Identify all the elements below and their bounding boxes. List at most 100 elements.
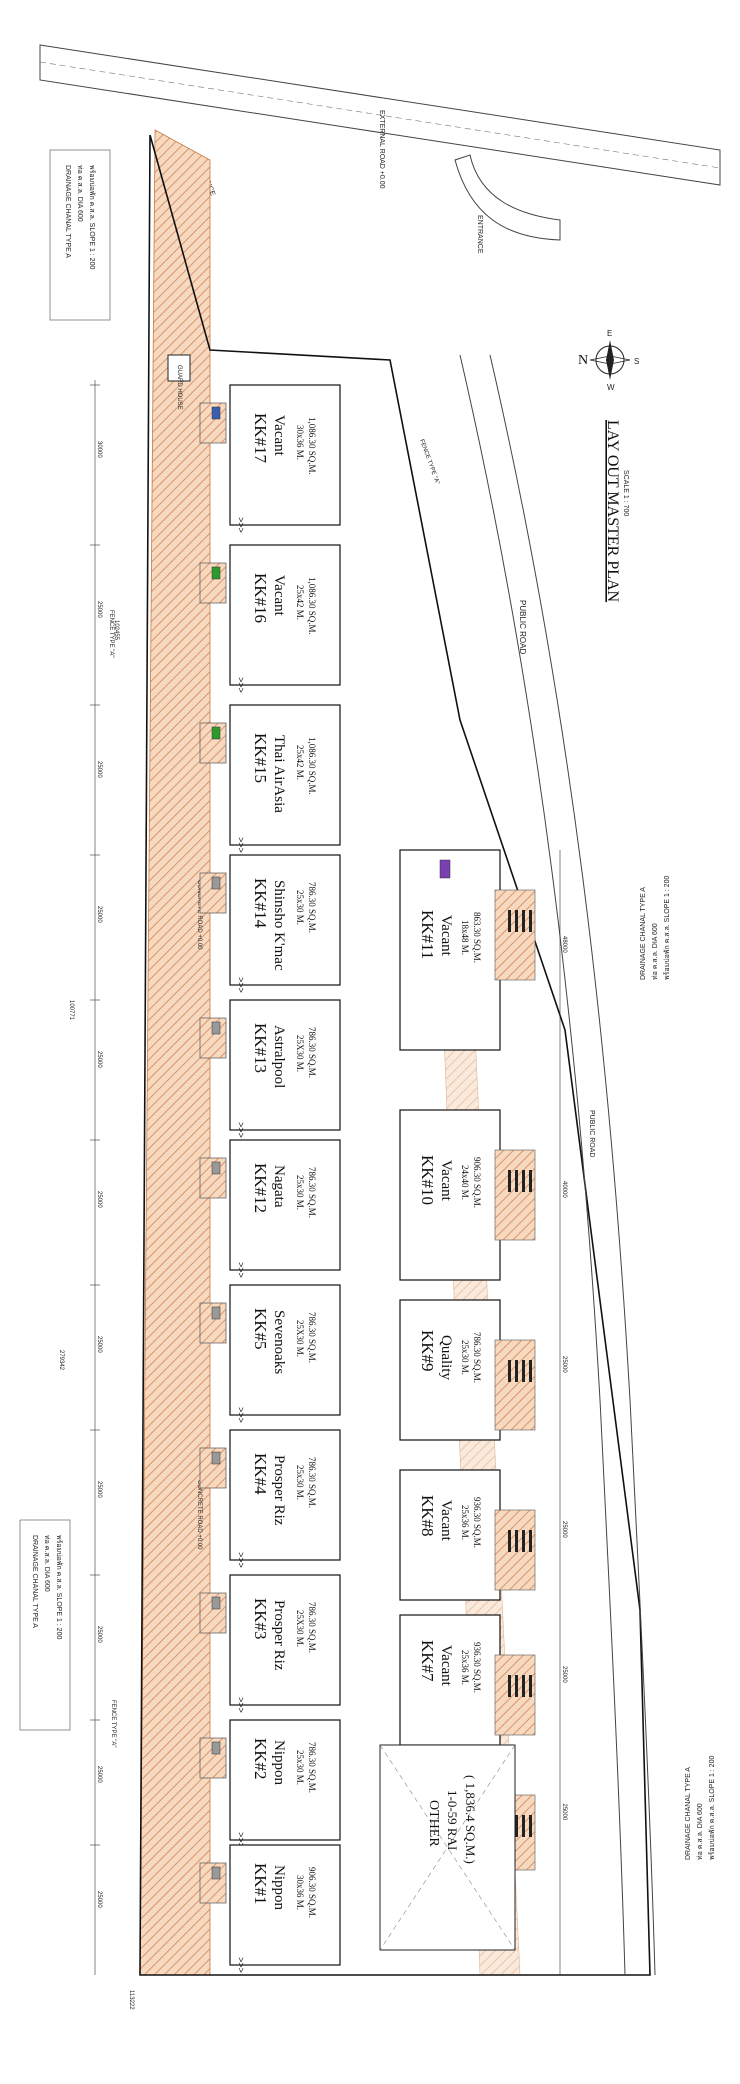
plot-tenant: Vacant bbox=[438, 915, 454, 957]
plot-size: 25X30 M. bbox=[295, 1320, 305, 1357]
plot-area: 863.30 SQ.M. bbox=[472, 912, 482, 963]
other-parcel: OTHER 1-0-59 RAI ( 1,836.4 SQ.M.) bbox=[379, 1744, 516, 1951]
plot-size: 30x36 M. bbox=[295, 425, 305, 460]
drainage-note-south: DRAINAGE CHANAL TYPE A ท่อ ค.ส.ล. DIA 60… bbox=[685, 1756, 716, 1860]
public-road-label: PUBLIC ROAD bbox=[518, 600, 527, 654]
plot-id: KK#17 bbox=[251, 413, 270, 464]
plot-outline bbox=[229, 544, 341, 686]
plot-id: KK#14 bbox=[251, 878, 270, 929]
public-road-label-2: PUBLIC ROAD bbox=[588, 1110, 595, 1157]
loading-arrows: >>> bbox=[236, 1697, 246, 1713]
dim-value: 25000 bbox=[96, 1891, 102, 1908]
drainage-note-top-line1: DRAINAGE CHANAL TYPE A bbox=[64, 165, 71, 258]
dim-value: 25000 bbox=[96, 1336, 102, 1353]
plot-area: 786.30 SQ.M. bbox=[307, 1312, 317, 1363]
plot-area: 1,086.30 SQ.M. bbox=[307, 417, 317, 475]
plot-id: KK#13 bbox=[251, 1023, 270, 1073]
plot-outline bbox=[399, 1614, 501, 1746]
plot-tenant: Thai AirAsia bbox=[271, 735, 287, 813]
plot-tenant: Vacant bbox=[271, 415, 287, 457]
plot-outline bbox=[229, 384, 341, 526]
plot-area: 786.30 SQ.M. bbox=[307, 1742, 317, 1793]
dim-value: 25000 bbox=[561, 1804, 567, 1821]
plot-id: KK#3 bbox=[251, 1598, 270, 1640]
parking-bay bbox=[515, 1170, 518, 1192]
drainage-note-middle-line2: ท่อ ค.ส.ล. DIA 600 bbox=[43, 1535, 50, 1592]
drainage-note-top-line3: พร้อมบ่อพัก ค.ส.ล. SLOPE 1 : 200 bbox=[88, 165, 96, 269]
loading-arrows: >>> bbox=[236, 837, 246, 853]
drainage-note-south-line3: พร้อมบ่อพัก ค.ส.ล. SLOPE 1 : 200 bbox=[708, 1756, 716, 1860]
dim-value: 25000 bbox=[96, 906, 102, 923]
plot-office-block bbox=[211, 876, 221, 890]
plot-id: KK#1 bbox=[251, 1863, 270, 1905]
dim-value: 48000 bbox=[561, 936, 567, 953]
plot-tenant: Nippon bbox=[271, 1865, 287, 1911]
plot-area: 786.30 SQ.M. bbox=[307, 1457, 317, 1508]
plot-area: 1,086.30 SQ.M. bbox=[307, 577, 317, 635]
dim-value: 25000 bbox=[561, 1521, 567, 1538]
dim-total: 113222 bbox=[128, 1990, 134, 2010]
plot-id: KK#2 bbox=[251, 1738, 270, 1780]
plot-office-block bbox=[211, 566, 221, 580]
drainage-note-top: DRAINAGE CHANAL TYPE A ท่อ ค.ส.ล. DIA 60… bbox=[49, 149, 111, 321]
drainage-note-middle-line1: DRAINAGE CHANAL TYPE A bbox=[31, 1535, 38, 1628]
plot-outline bbox=[229, 854, 341, 986]
plot-tenant: Vacant bbox=[438, 1160, 454, 1202]
concrete-road-label-2: CONCRETE ROAD +0.00 bbox=[196, 1480, 202, 1550]
drainage-note-south-line2: ท่อ ค.ส.ล. DIA 600 bbox=[697, 1803, 704, 1860]
plan-title: LAY OUT MASTER PLAN bbox=[604, 420, 621, 603]
plot-outline bbox=[229, 999, 341, 1131]
plot-area: 786.30 SQ.M. bbox=[307, 882, 317, 933]
guard-house bbox=[167, 354, 191, 382]
plot-size: 25x36 M. bbox=[460, 1650, 470, 1685]
parking-bay bbox=[529, 910, 532, 932]
site-boundary bbox=[139, 134, 651, 1976]
parking-bay bbox=[522, 1170, 525, 1192]
dim-value: 25000 bbox=[96, 1626, 102, 1643]
plot-forecourt bbox=[199, 402, 227, 444]
loading-arrows: >>> bbox=[236, 677, 246, 693]
plot-area: 1,086.30 SQ.M. bbox=[307, 737, 317, 795]
fence-label-west: FENCE TYPE "A" bbox=[108, 610, 114, 658]
plot-size: 25x36 M. bbox=[460, 1505, 470, 1540]
plot-tenant: Vacant bbox=[438, 1500, 454, 1542]
plot-id: KK#10 bbox=[418, 1155, 437, 1205]
plot-outline bbox=[229, 1139, 341, 1271]
plot-outline bbox=[399, 1469, 501, 1601]
plot-forecourt bbox=[494, 889, 536, 981]
plot-office-block bbox=[211, 1596, 221, 1610]
parking-bay bbox=[522, 1530, 525, 1552]
loading-arrows: >>> bbox=[236, 1552, 246, 1568]
dim-value: 25000 bbox=[96, 1191, 102, 1208]
loading-arrows: >>> bbox=[236, 1407, 246, 1423]
compass-w: W bbox=[607, 383, 615, 392]
plot-area: 906.30 SQ.M. bbox=[307, 1867, 317, 1918]
plot-area: 786.30 SQ.M. bbox=[307, 1167, 317, 1218]
plot-outline bbox=[399, 849, 501, 1051]
parking-bay bbox=[529, 1675, 532, 1697]
plot-outline bbox=[399, 1299, 501, 1441]
compass-rose: N S E W bbox=[578, 329, 639, 392]
plot-size: 25x30 M. bbox=[295, 1175, 305, 1210]
plot-size: 25x30 M. bbox=[295, 1750, 305, 1785]
plot-tenant: Nagata bbox=[271, 1165, 287, 1208]
parking-bay bbox=[529, 1815, 532, 1837]
drainage-note-middle-line3: พร้อมบ่อพัก ค.ส.ล. SLOPE 1 : 200 bbox=[55, 1535, 63, 1639]
parking-bay bbox=[508, 910, 511, 932]
plot-office-block bbox=[211, 1306, 221, 1320]
parking-bay bbox=[515, 1675, 518, 1697]
plot-area: 906.30 SQ.M. bbox=[472, 1157, 482, 1208]
dim-total: 100771 bbox=[68, 1000, 74, 1021]
parking-bay bbox=[515, 910, 518, 932]
